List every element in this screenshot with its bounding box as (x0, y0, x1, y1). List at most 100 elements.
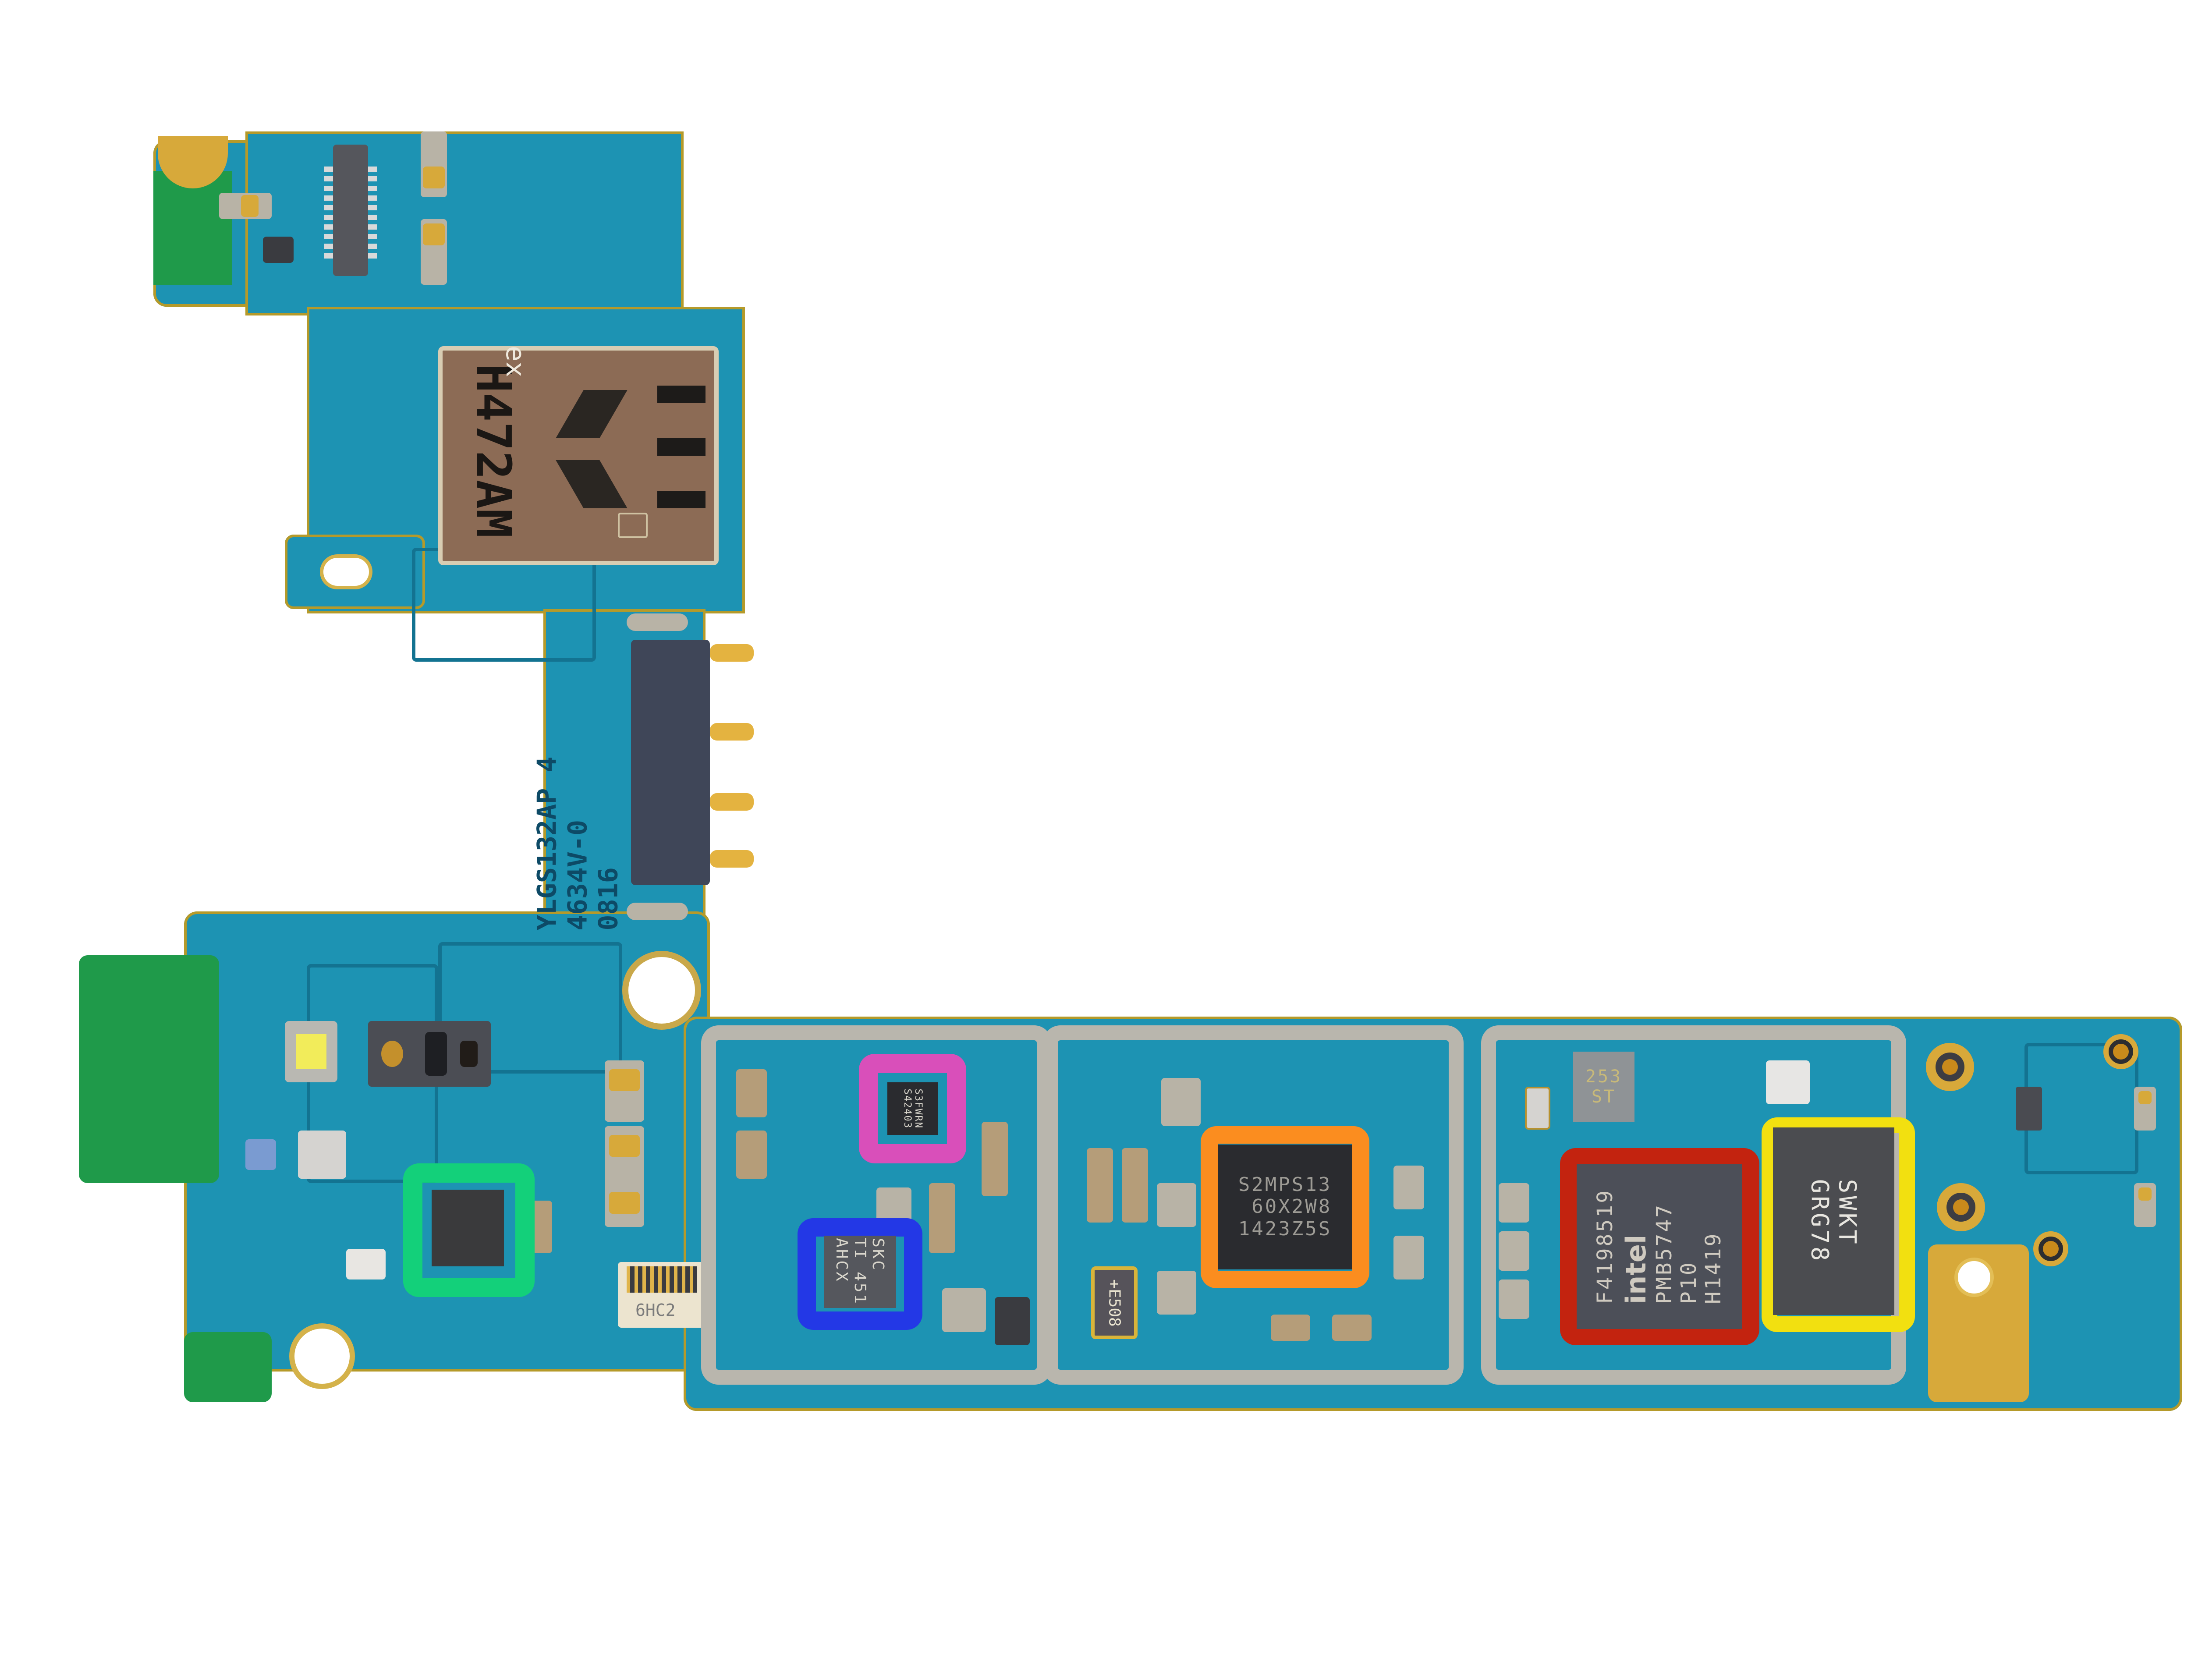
spring-contact-gold (2138, 1187, 2152, 1201)
capacitor (1332, 1315, 1372, 1341)
antenna-connector-small[interactable] (2033, 1231, 2068, 1266)
highlight-pink (859, 1054, 966, 1163)
inductor (1499, 1279, 1529, 1319)
sim-contact-pin (657, 491, 706, 508)
capacitor (929, 1183, 955, 1253)
rf-shield-center (1043, 1025, 1464, 1385)
spring-contact-gold (423, 167, 445, 188)
fpc-connector[interactable]: 6HC2 (618, 1262, 706, 1328)
board-top-green-area (153, 171, 232, 285)
pmic-chip-label: S2MPS13 60X2W8 1423Z5S (1238, 1173, 1332, 1240)
swkt-chip-line2: GRG78 (1806, 1179, 1834, 1264)
board-to-board-connector (333, 145, 368, 276)
capacitor (736, 1131, 767, 1179)
fpc-connector-label: 6HC2 (635, 1301, 676, 1320)
battery-pin-3 (710, 793, 754, 811)
battery-pin-4 (710, 850, 754, 868)
capacitor (1271, 1315, 1310, 1341)
sensor-lens (381, 1041, 403, 1067)
mounting-hole-oval (320, 554, 372, 589)
connector-pins-right (368, 167, 377, 263)
board-left-green-strip (79, 955, 219, 1183)
board-upper-band (245, 131, 684, 315)
crystal-label: +E508 (1105, 1279, 1124, 1327)
component-small (346, 1249, 386, 1279)
st-chip-label: 253 ST (1585, 1067, 1623, 1107)
board-notch (622, 951, 701, 1030)
spring-contact-gold (609, 1069, 640, 1091)
led-emitter (296, 1034, 326, 1069)
capacitor (1087, 1148, 1113, 1223)
lga-component (1766, 1060, 1810, 1104)
sim-card-tray[interactable] (438, 346, 719, 565)
sensor-blue (245, 1139, 276, 1170)
intel-date-code: H1419 (1701, 1232, 1726, 1304)
sim-contact-slot (556, 390, 628, 438)
intel-chip-top-code: F4198519 (1593, 1188, 1617, 1304)
inductor (942, 1288, 986, 1332)
highlight-green (403, 1163, 535, 1297)
spring-contact-gold (423, 223, 445, 245)
spring-contact-gold (2138, 1091, 2152, 1104)
capacitor (736, 1069, 767, 1117)
crystal-oscillator: +E508 (1091, 1266, 1138, 1339)
swkt-chip-line1: SWKT (1833, 1179, 1861, 1247)
solder-pad-oval (627, 613, 688, 631)
swkt-chip[interactable]: SWKT GRG78 (1773, 1127, 1894, 1315)
nfc-chip[interactable]: S3FWRN S42403 (887, 1082, 938, 1135)
highlight-red (1560, 1148, 1759, 1345)
battery-pin-2 (710, 723, 754, 741)
ic-small (995, 1297, 1030, 1345)
spring-contact-gold (241, 195, 259, 217)
sim-tray-code: H472AM (465, 364, 521, 538)
antenna-connector[interactable] (1926, 1043, 1974, 1091)
inductor (1161, 1078, 1201, 1126)
inductor (263, 237, 294, 263)
trace (438, 942, 622, 1074)
fpc-pins (627, 1266, 697, 1293)
pmic-chip[interactable]: S2MPS13 60X2W8 1423Z5S (1218, 1145, 1352, 1269)
intel-logo-text: intel (1620, 1234, 1652, 1304)
spring-contact-gold (609, 1192, 640, 1214)
mounting-hole-round (289, 1323, 355, 1389)
sensor-window (425, 1032, 447, 1076)
sim-contact-pin (657, 438, 706, 456)
unmarked-qfn-chip[interactable] (432, 1190, 504, 1266)
inductor (1393, 1166, 1424, 1209)
capacitor (982, 1122, 1008, 1196)
connector-pins-left (324, 167, 333, 263)
intel-chip[interactable]: F4198519 intel PMB5747 P10 H1419 (1577, 1164, 1742, 1329)
intel-chip-marking: F4198519 intel PMB5747 P10 H1419 (1593, 1189, 1726, 1304)
battery-pin-1 (710, 644, 754, 662)
inductor (1393, 1236, 1424, 1279)
inductor (876, 1187, 911, 1223)
small-connector (2016, 1087, 2042, 1131)
camera-flash-led (285, 1021, 337, 1082)
right-pad-hole (1954, 1258, 1994, 1297)
inductor (1157, 1183, 1196, 1227)
solder-pad-oval (627, 903, 688, 920)
inductor (1157, 1271, 1196, 1315)
crystal-small (1525, 1087, 1550, 1130)
sim-contact-pin (657, 386, 706, 403)
proximity-sensor (368, 1021, 491, 1087)
sim-contact-slot (556, 460, 628, 508)
ti-chip[interactable]: SKC TI 451 AHCX (824, 1236, 896, 1308)
swkt-chip-marking: SWKT GRG78 (1806, 1179, 1861, 1264)
intel-revision: P10 (1677, 1261, 1701, 1304)
sensor-emitter (460, 1041, 478, 1067)
capacitor (1122, 1148, 1148, 1223)
board-bottom-green-tab (184, 1332, 272, 1402)
antenna-connector[interactable] (1937, 1183, 1985, 1231)
antenna-connector-small[interactable] (2103, 1034, 2138, 1069)
inductor (1499, 1231, 1529, 1271)
inductor (1499, 1183, 1529, 1223)
intel-part-number: PMB5747 (1652, 1203, 1677, 1304)
nfc-chip-label: S3FWRN S42403 (901, 1088, 924, 1129)
ti-chip-label: SKC TI 451 AHCX (833, 1238, 887, 1306)
board-part-label: YLGS132AP 4 4634V-0 0816 (532, 756, 624, 931)
highlight-orange (1201, 1126, 1369, 1288)
sim-tray-brand: ex (500, 345, 531, 378)
battery-connector (631, 640, 710, 885)
lga-component (298, 1131, 346, 1179)
